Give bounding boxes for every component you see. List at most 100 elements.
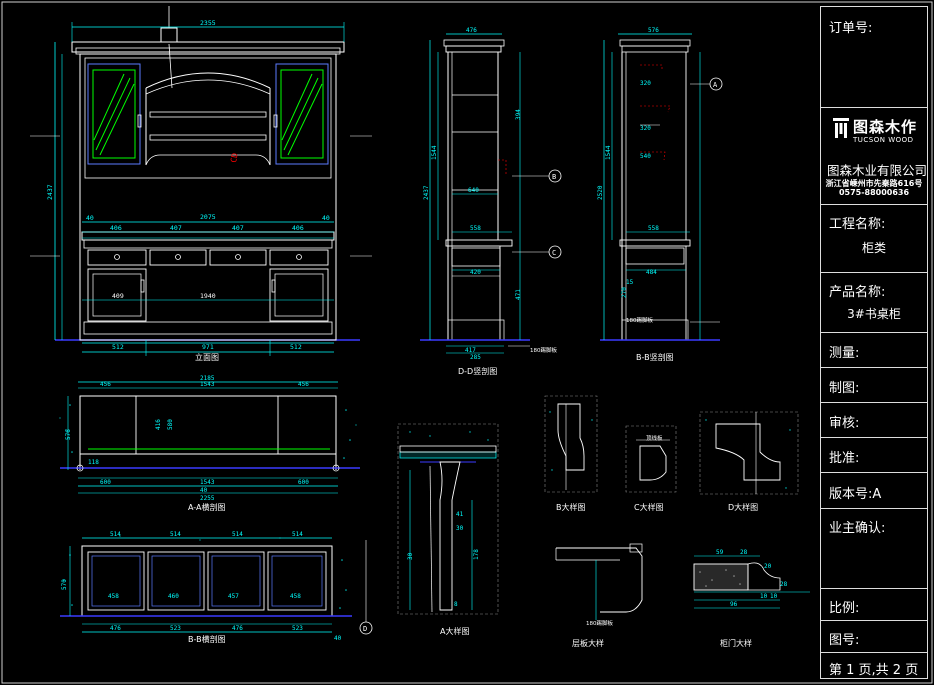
section-bb: 576 2520 1544 558 484 320 320 540 270 15…	[597, 27, 723, 362]
svg-text:570: 570	[61, 579, 68, 590]
svg-text:514: 514	[232, 531, 243, 538]
svg-text:CD: CD	[229, 152, 240, 163]
order-label: 订单号:	[829, 21, 873, 36]
svg-text:471: 471	[515, 289, 522, 300]
detail-shelf-note: 180踢脚板	[586, 619, 613, 627]
svg-text:476: 476	[110, 625, 121, 632]
detail-c-note: 顶线板	[646, 434, 663, 442]
svg-text:8: 8	[454, 601, 458, 608]
company-phone: 0575-88000636	[838, 188, 910, 197]
svg-text:476: 476	[232, 625, 243, 632]
svg-text:180踢脚板: 180踢脚板	[626, 316, 653, 324]
page-info: 第 1 页,共 2 页	[829, 663, 919, 678]
svg-text:523: 523	[170, 625, 181, 632]
section-bb-horizontal: 514 514 514 514 458 460 457 458 476 523 …	[60, 531, 373, 644]
svg-text:457: 457	[228, 593, 239, 600]
measure-label: 测量:	[829, 346, 860, 361]
svg-text:10: 10	[760, 593, 768, 600]
detail-shelf-title: 层板大样	[572, 638, 604, 648]
company-name: 图森木业有限公司	[827, 163, 928, 178]
logo-english-name: TUCSON WOOD	[853, 136, 914, 144]
marker-b: B	[552, 173, 556, 181]
project-row: 工程名称: 柜类	[821, 204, 927, 272]
svg-text:1940: 1940	[200, 292, 216, 300]
project-label: 工程名称:	[829, 217, 886, 232]
svg-text:476: 476	[466, 27, 477, 34]
detail-c-title: C大样图	[634, 502, 664, 512]
svg-text:285: 285	[470, 354, 481, 361]
detail-shelf: 180踢脚板 层板大样	[555, 543, 643, 648]
svg-text:417: 417	[465, 347, 476, 354]
svg-text:2437: 2437	[46, 184, 54, 200]
order-row: 订单号:	[821, 7, 927, 107]
approve-row: 批准:	[821, 437, 927, 472]
marker-d: D	[363, 625, 367, 633]
svg-text:458: 458	[108, 593, 119, 600]
svg-text:558: 558	[470, 225, 481, 232]
svg-text:456: 456	[100, 381, 111, 388]
marker-c: C	[552, 249, 556, 257]
svg-text:406: 406	[110, 224, 122, 232]
detail-a: 41 30 178 30 8 A大样图	[397, 423, 499, 636]
draw-row: 制图:	[821, 367, 927, 402]
approve-label: 批准:	[829, 451, 860, 466]
measure-row: 测量:	[821, 332, 927, 367]
product-value: 3#书桌柜	[847, 307, 901, 321]
svg-text:406: 406	[292, 224, 304, 232]
section-dd: 476 2437 1544 640 558 420 417 285 394 47…	[420, 27, 562, 376]
svg-text:523: 523	[292, 625, 303, 632]
svg-text:576: 576	[65, 429, 72, 440]
svg-text:460: 460	[168, 593, 179, 600]
svg-text:640: 640	[468, 187, 479, 194]
product-row: 产品名称: 3#书桌柜	[821, 272, 927, 332]
owner-row: 业主确认:	[821, 508, 927, 588]
svg-text:28: 28	[740, 549, 748, 556]
svg-text:409: 409	[112, 292, 124, 300]
drawing-no-row: 图号:	[821, 620, 927, 652]
svg-text:514: 514	[170, 531, 181, 538]
svg-text:1543: 1543	[200, 479, 215, 486]
svg-text:41: 41	[456, 511, 464, 518]
svg-text:514: 514	[292, 531, 303, 538]
page-row: 第 1 页,共 2 页	[821, 652, 927, 678]
svg-text:407: 407	[232, 224, 244, 232]
svg-text:971: 971	[202, 343, 214, 351]
tucson-logo-icon	[833, 118, 849, 138]
svg-text:270: 270	[621, 287, 628, 298]
version-label: 版本号:A	[829, 483, 881, 502]
svg-text:30: 30	[407, 552, 414, 560]
svg-text:394: 394	[515, 109, 522, 120]
svg-text:59: 59	[716, 549, 724, 556]
version-label-text: 版本号:	[829, 487, 873, 502]
svg-text:540: 540	[640, 153, 651, 160]
detail-a-title: A大样图	[440, 626, 469, 636]
section-aa-title: A-A横剖图	[188, 502, 225, 512]
svg-text:320: 320	[640, 125, 651, 132]
svg-text:512: 512	[112, 343, 124, 351]
logo-chinese-name: 图森木作	[853, 118, 918, 136]
svg-text:320: 320	[640, 80, 651, 87]
scale-row: 比例:	[821, 588, 927, 620]
svg-text:2520: 2520	[597, 185, 604, 200]
svg-text:600: 600	[100, 479, 111, 486]
company-address: 浙江省嵊州市先秦路616号	[825, 179, 923, 188]
svg-text:30: 30	[456, 525, 464, 532]
svg-text:1543: 1543	[200, 381, 215, 388]
svg-text:28: 28	[780, 581, 788, 588]
project-value: 柜类	[861, 241, 886, 255]
svg-text:558: 558	[648, 225, 659, 232]
review-row: 审核:	[821, 402, 927, 437]
svg-text:10: 10	[770, 593, 778, 600]
svg-text:416: 416	[155, 419, 162, 430]
detail-c: 顶线板 C大样图	[625, 425, 677, 512]
owner-label: 业主确认:	[829, 521, 886, 536]
section-bb-title: B-B竖剖图	[636, 352, 674, 362]
detail-d-title: D大样图	[728, 502, 758, 512]
svg-text:1544: 1544	[605, 145, 612, 160]
svg-text:420: 420	[470, 269, 481, 276]
svg-text:15: 15	[626, 279, 634, 286]
section-dd-title: D-D竖剖图	[458, 366, 497, 376]
detail-door-title: 柜门大样	[720, 638, 752, 648]
svg-text:2185: 2185	[200, 375, 215, 382]
title-block: 订单号: 图森木作 TUCSON WOOD 图森木业有限公司 浙江省嵊州市先秦路…	[820, 6, 928, 679]
